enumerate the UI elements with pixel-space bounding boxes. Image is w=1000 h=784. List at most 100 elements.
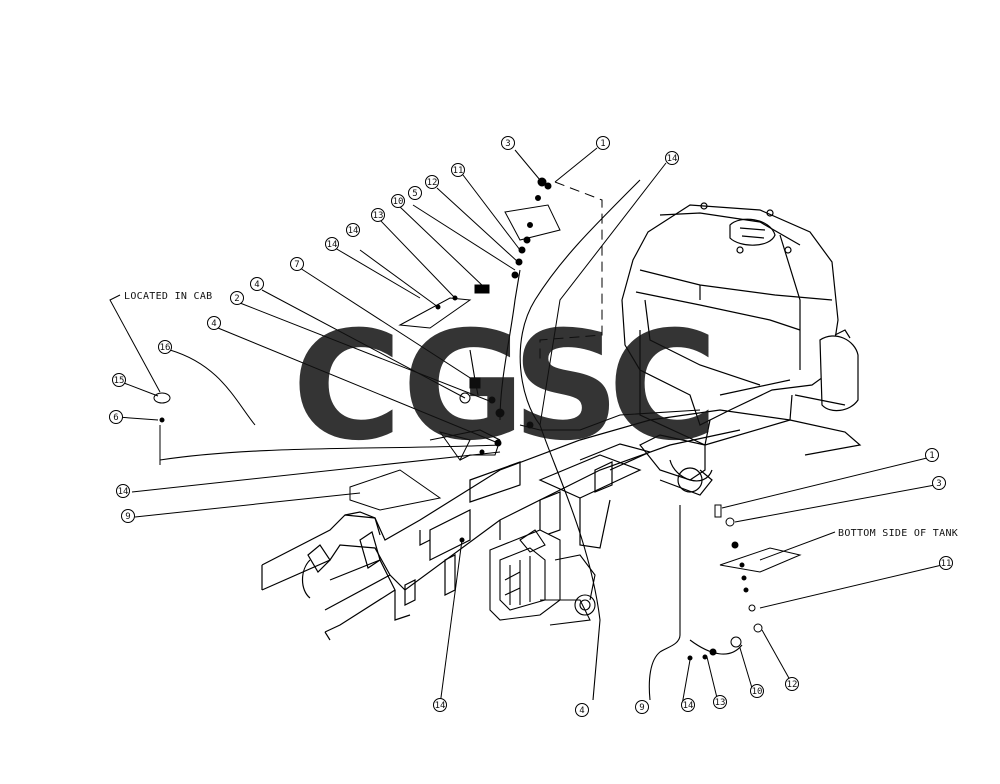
callout-number: 14 bbox=[327, 240, 338, 250]
callout-circle bbox=[109, 410, 123, 424]
callout-circle bbox=[207, 316, 221, 330]
callout-circle bbox=[250, 277, 264, 291]
callout-c-14-top: 14 bbox=[346, 223, 360, 237]
callout-circle bbox=[681, 698, 695, 712]
leader-lines bbox=[109, 147, 943, 706]
callout-c-4-a: 4 bbox=[250, 277, 264, 291]
callout-number: 11 bbox=[941, 559, 952, 569]
pump-assembly-illustration bbox=[489, 529, 596, 626]
callout-number: 12 bbox=[427, 178, 438, 188]
callout-number: 7 bbox=[294, 260, 299, 270]
callout-c-9-bottom: 9 bbox=[635, 700, 649, 714]
callout-c-11-right: 11 bbox=[939, 556, 953, 570]
callout-number: 4 bbox=[211, 319, 216, 329]
callout-c-7: 7 bbox=[290, 257, 304, 271]
callout-number: 12 bbox=[787, 680, 798, 690]
callout-number: 2 bbox=[234, 294, 239, 304]
callout-circle bbox=[158, 340, 172, 354]
callout-number: 9 bbox=[125, 512, 130, 522]
callout-number: 14 bbox=[683, 701, 694, 711]
callout-c-14-topright: 14 bbox=[665, 151, 679, 165]
mounting-plates bbox=[349, 204, 802, 573]
callout-c-12-br: 12 bbox=[785, 677, 799, 691]
callout-c-12-top: 12 bbox=[425, 175, 439, 189]
callout-number: 14 bbox=[667, 154, 678, 164]
callout-number: 14 bbox=[435, 701, 446, 711]
callout-c-1-right: 1 bbox=[925, 448, 939, 462]
callout-number: 3 bbox=[936, 479, 941, 489]
callout-circle bbox=[325, 237, 339, 251]
callout-circle bbox=[116, 484, 130, 498]
callout-c-14-bottom: 14 bbox=[433, 698, 447, 712]
callout-circle bbox=[346, 223, 360, 237]
callout-circle bbox=[596, 136, 610, 150]
callout-circle bbox=[665, 151, 679, 165]
callout-circle bbox=[925, 448, 939, 462]
hose-lines bbox=[159, 179, 743, 701]
callout-number: 1 bbox=[929, 451, 934, 461]
phantom-lines bbox=[539, 181, 603, 360]
tank-illustration bbox=[621, 202, 862, 456]
callout-number: 11 bbox=[453, 166, 464, 176]
callout-circle bbox=[371, 208, 385, 222]
callout-circle bbox=[932, 476, 946, 490]
callout-circle bbox=[575, 703, 589, 717]
watermark: C G S C bbox=[292, 300, 718, 474]
watermark-letter-3: S bbox=[512, 300, 620, 474]
callout-number: 6 bbox=[113, 413, 118, 423]
callout-c-2: 2 bbox=[230, 291, 244, 305]
callout-c-4-b: 4 bbox=[207, 316, 221, 330]
callout-c-3-right: 3 bbox=[932, 476, 946, 490]
callout-number: 15 bbox=[114, 376, 125, 386]
callout-circle bbox=[501, 136, 515, 150]
callout-circle bbox=[713, 695, 727, 709]
callout-circle bbox=[425, 175, 439, 189]
callout-c-1-top: 1 bbox=[596, 136, 610, 150]
callout-circle bbox=[785, 677, 799, 691]
callout-number: 10 bbox=[752, 687, 763, 697]
note-located-in-cab: LOCATED IN CAB bbox=[124, 291, 213, 302]
callout-circle bbox=[112, 373, 126, 387]
callout-number: 13 bbox=[715, 698, 726, 708]
callout-number: 5 bbox=[412, 189, 417, 199]
callout-circle bbox=[939, 556, 953, 570]
callout-number: 9 bbox=[639, 703, 644, 713]
watermark-letter-1: C bbox=[292, 300, 402, 474]
callout-circle bbox=[230, 291, 244, 305]
callout-c-13-top: 13 bbox=[371, 208, 385, 222]
callout-c-5-top: 5 bbox=[408, 186, 422, 200]
frame-illustration bbox=[261, 409, 791, 641]
callout-c-14-left: 14 bbox=[116, 484, 130, 498]
callout-number: 14 bbox=[118, 487, 129, 497]
callout-circle bbox=[408, 186, 422, 200]
callout-circle bbox=[451, 163, 465, 177]
note-bottom-side-of-tank: BOTTOM SIDE OF TANK bbox=[838, 528, 958, 539]
callout-number: 14 bbox=[348, 226, 359, 236]
callout-circle bbox=[433, 698, 447, 712]
callout-c-10-top: 10 bbox=[391, 194, 405, 208]
callout-circle bbox=[290, 257, 304, 271]
callout-c-15: 15 bbox=[112, 373, 126, 387]
callout-c-14-br: 14 bbox=[681, 698, 695, 712]
callout-c-11-top: 11 bbox=[451, 163, 465, 177]
callout-circle bbox=[121, 509, 135, 523]
callout-number: 10 bbox=[393, 197, 404, 207]
callout-circle bbox=[635, 700, 649, 714]
callout-circle bbox=[391, 194, 405, 208]
callout-c-9-left: 9 bbox=[121, 509, 135, 523]
callout-c-14-topleft: 14 bbox=[325, 237, 339, 251]
callout-circle bbox=[750, 684, 764, 698]
callout-number: 4 bbox=[254, 280, 259, 290]
callout-number: 16 bbox=[160, 343, 171, 353]
callout-c-3-top: 3 bbox=[501, 136, 515, 150]
callout-number: 1 bbox=[600, 139, 605, 149]
callout-c-10-br: 10 bbox=[750, 684, 764, 698]
callout-c-13-br: 13 bbox=[713, 695, 727, 709]
callout-number: 3 bbox=[505, 139, 510, 149]
watermark-letter-4: C bbox=[608, 300, 718, 474]
callout-c-16: 16 bbox=[158, 340, 172, 354]
callout-c-6: 6 bbox=[109, 410, 123, 424]
callout-number: 13 bbox=[373, 211, 384, 221]
watermark-letter-2: G bbox=[402, 300, 525, 474]
